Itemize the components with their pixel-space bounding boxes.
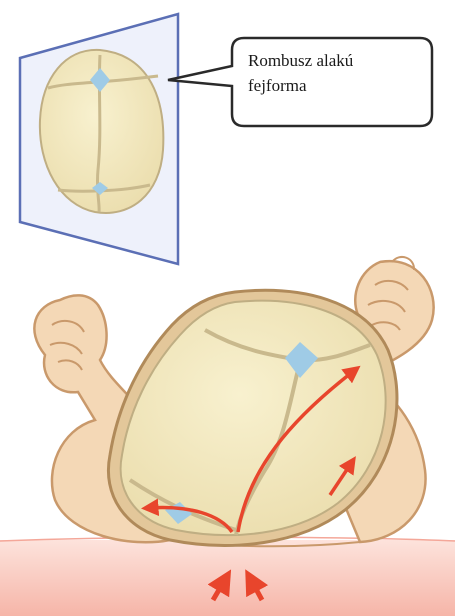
callout-label: Rombusz alakú fejforma: [248, 48, 418, 98]
callout-line-1: Rombusz alakú: [248, 48, 418, 73]
inset-panel: [20, 14, 178, 264]
lying-surface: [0, 540, 455, 616]
inset-skull: [40, 50, 163, 213]
callout-line-2: fejforma: [248, 73, 418, 98]
